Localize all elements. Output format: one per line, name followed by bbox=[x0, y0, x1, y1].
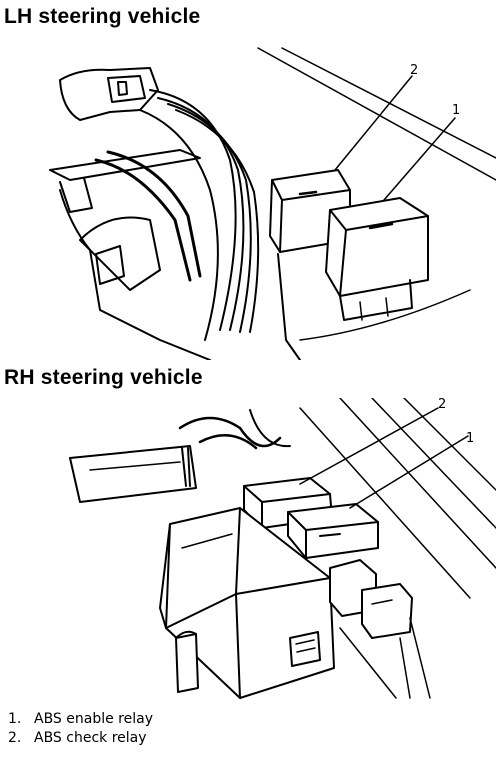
lh-callout-1: 1 bbox=[452, 103, 460, 118]
lh-relay-illustration: 2 1 bbox=[49, 47, 496, 360]
rh-callout-1: 1 bbox=[466, 431, 474, 446]
rh-callout-2: 2 bbox=[438, 398, 446, 412]
legend-number: 2. bbox=[8, 730, 22, 746]
legend-item: 2. ABS check relay bbox=[8, 729, 153, 748]
legend-label: ABS enable relay bbox=[34, 711, 153, 727]
lh-steering-heading: LH steering vehicle bbox=[4, 5, 201, 28]
legend-item: 1. ABS enable relay bbox=[8, 710, 153, 729]
legend-label: ABS check relay bbox=[34, 730, 147, 746]
rh-relay-illustration: 2 1 bbox=[69, 398, 496, 699]
relay-legend: 1. ABS enable relay 2. ABS check relay bbox=[8, 710, 153, 748]
lh-callout-2: 2 bbox=[410, 63, 418, 78]
legend-number: 1. bbox=[8, 711, 22, 727]
rh-steering-heading: RH steering vehicle bbox=[4, 366, 203, 389]
